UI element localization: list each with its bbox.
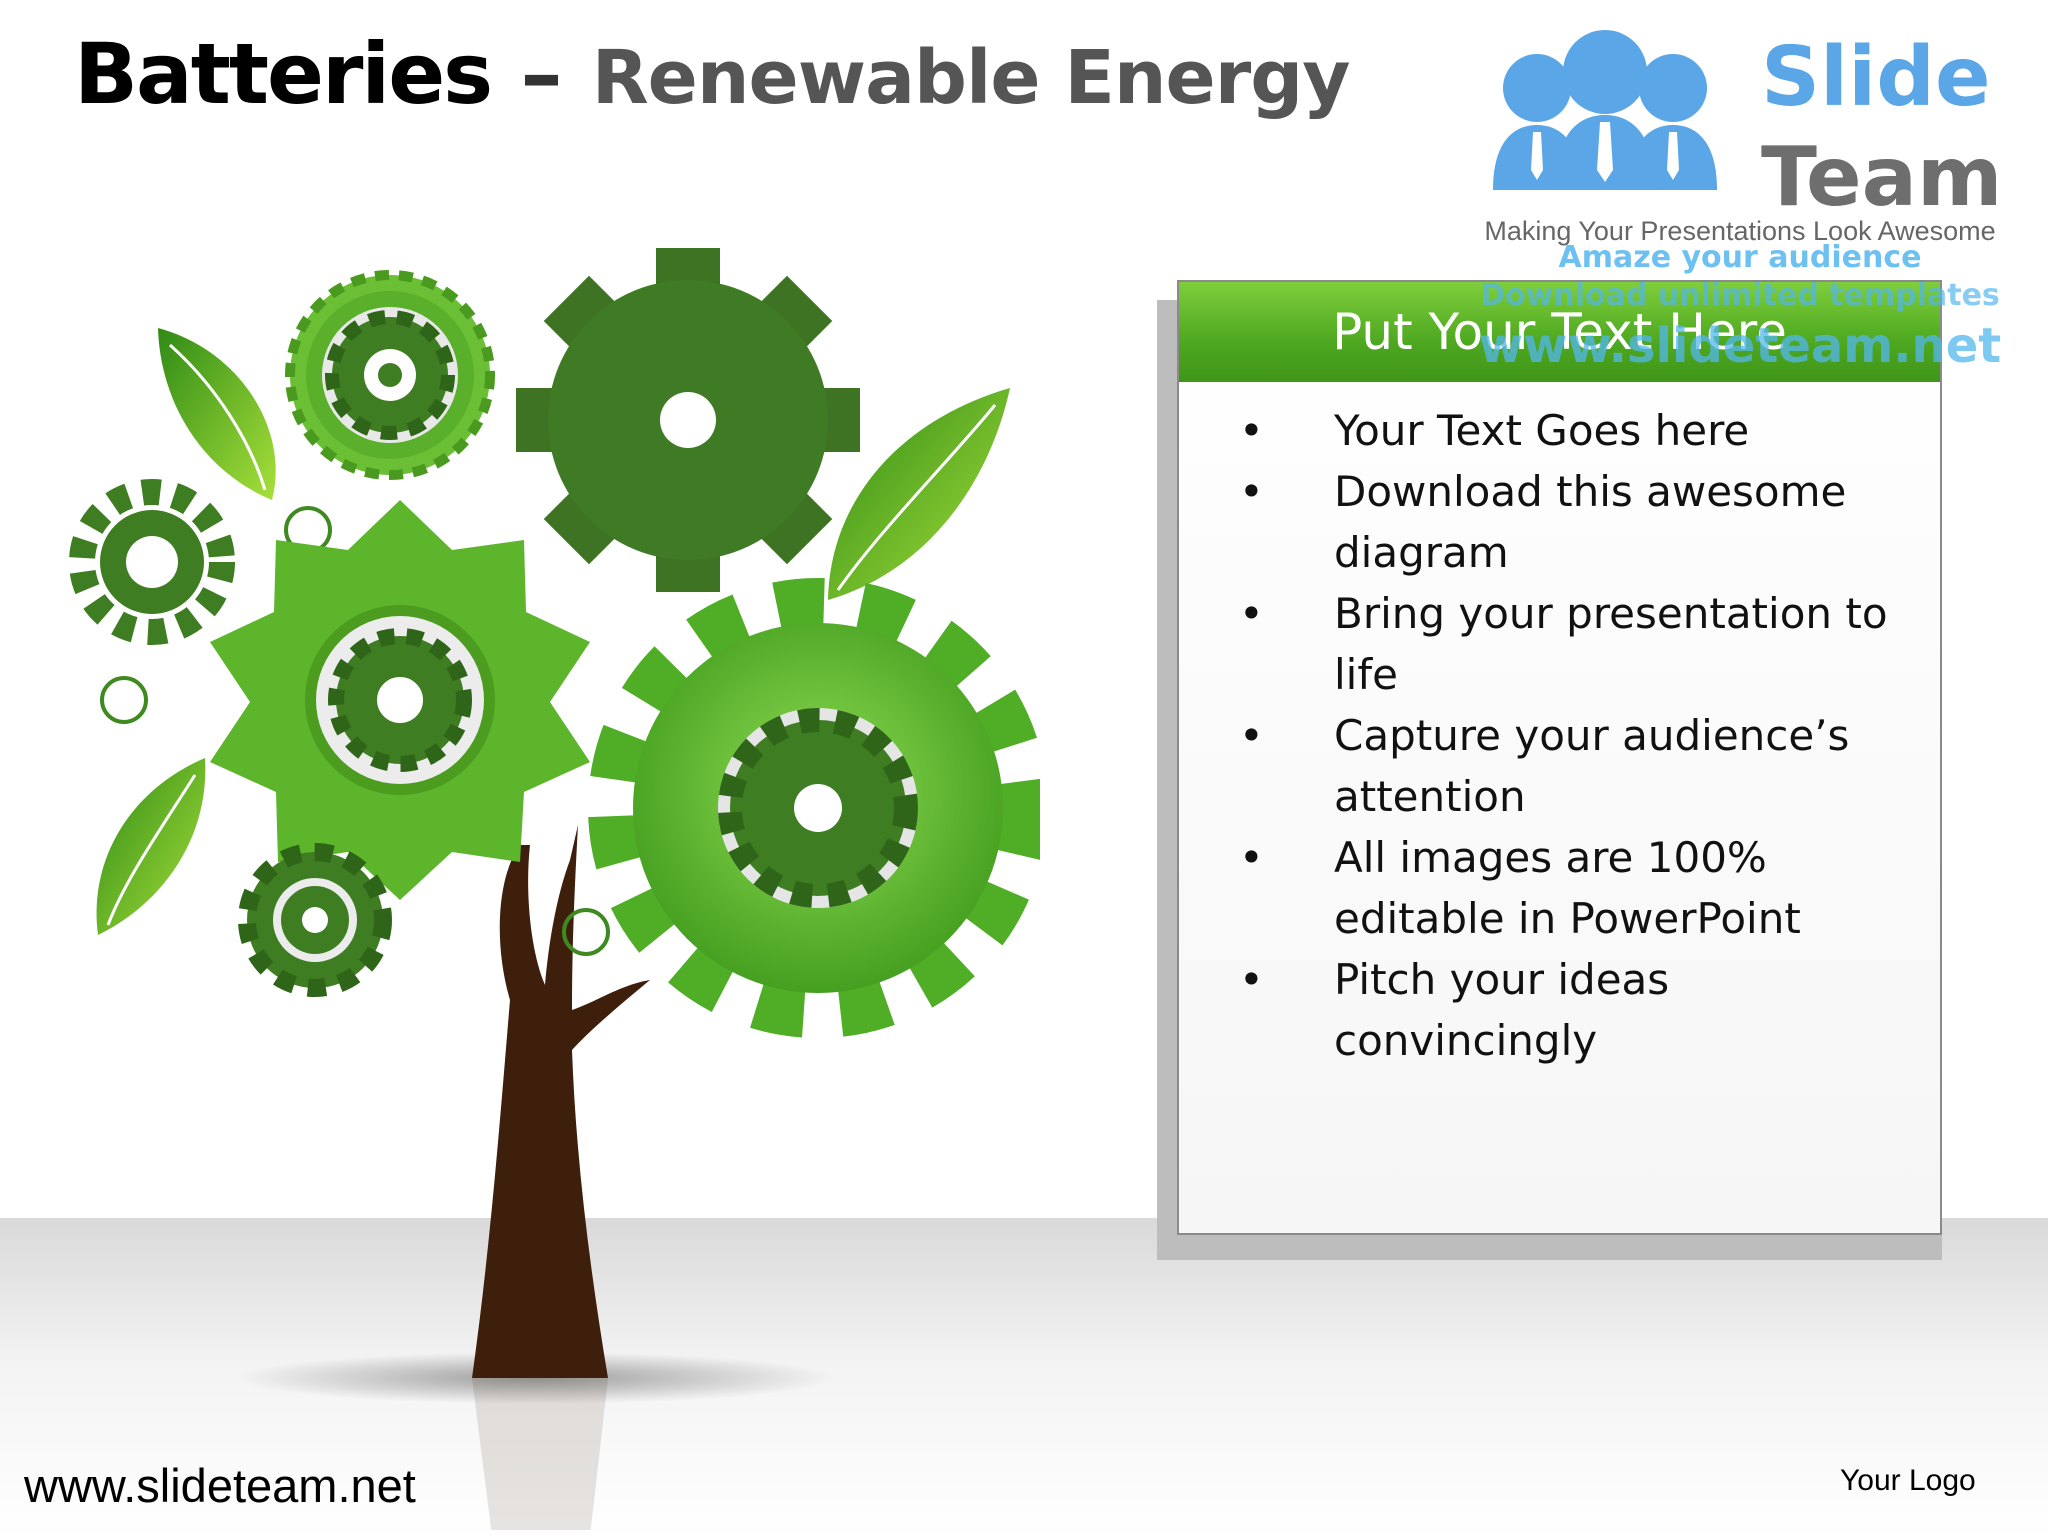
logo-tagline: Making Your Presentations Look Awesome <box>1484 216 1996 246</box>
gear-icon <box>516 248 860 592</box>
people-icon <box>1493 30 1717 190</box>
bullet-item: Pitch your ideas convincingly <box>1239 949 1900 1071</box>
slide-title: Batteries – Renewable Energy <box>74 22 1351 130</box>
bullet-item: Your Text Goes here <box>1239 400 1900 461</box>
gear-icon <box>588 578 1040 1038</box>
bullet-item: Capture your audience’s attention <box>1239 705 1900 827</box>
bullet-item: Bring your presentation to life <box>1239 583 1900 705</box>
logo-word-team: Team <box>1761 130 2003 225</box>
leaf-icon <box>96 758 206 935</box>
title-subtitle: Renewable Energy <box>591 35 1351 121</box>
slideteam-logo: Slide Team Making Your Presentations Loo… <box>1465 20 2015 350</box>
tree-trunk <box>472 825 650 1378</box>
footer-logo-placeholder: Your Logo <box>1840 1464 1976 1497</box>
gear-tree-illustration <box>69 248 1040 1530</box>
leaf-icon <box>158 328 276 500</box>
bullet-item: Download this awesome diagram <box>1239 461 1900 583</box>
logo-word-slide: Slide <box>1761 30 1991 125</box>
title-main: Batteries <box>74 25 493 123</box>
ring-decoration <box>100 676 148 724</box>
trunk-reflection <box>472 1378 608 1530</box>
watermark-line1: Amaze your audience <box>1558 240 1922 275</box>
watermark-line2: Download unlimited templates <box>1480 278 2000 313</box>
gear-icon <box>285 270 495 480</box>
bullet-item: All images are 100% editable in PowerPoi… <box>1239 827 1900 949</box>
footer-url[interactable]: www.slideteam.net <box>24 1459 416 1512</box>
text-box: Put Your Text Here Your Text Goes here D… <box>1177 280 1942 1235</box>
gear-icon <box>69 479 235 645</box>
title-separator: – <box>520 25 563 123</box>
bullet-list: Your Text Goes here Download this awesom… <box>1179 382 1940 1071</box>
watermark-line3: www.slideteam.net <box>1478 318 2002 374</box>
gear-icon <box>238 843 392 997</box>
gear-icon <box>210 500 590 900</box>
ring-decoration <box>562 908 610 956</box>
leaf-icon <box>828 388 1010 600</box>
text-box-heading: Put Your Text Here <box>1179 282 1940 382</box>
